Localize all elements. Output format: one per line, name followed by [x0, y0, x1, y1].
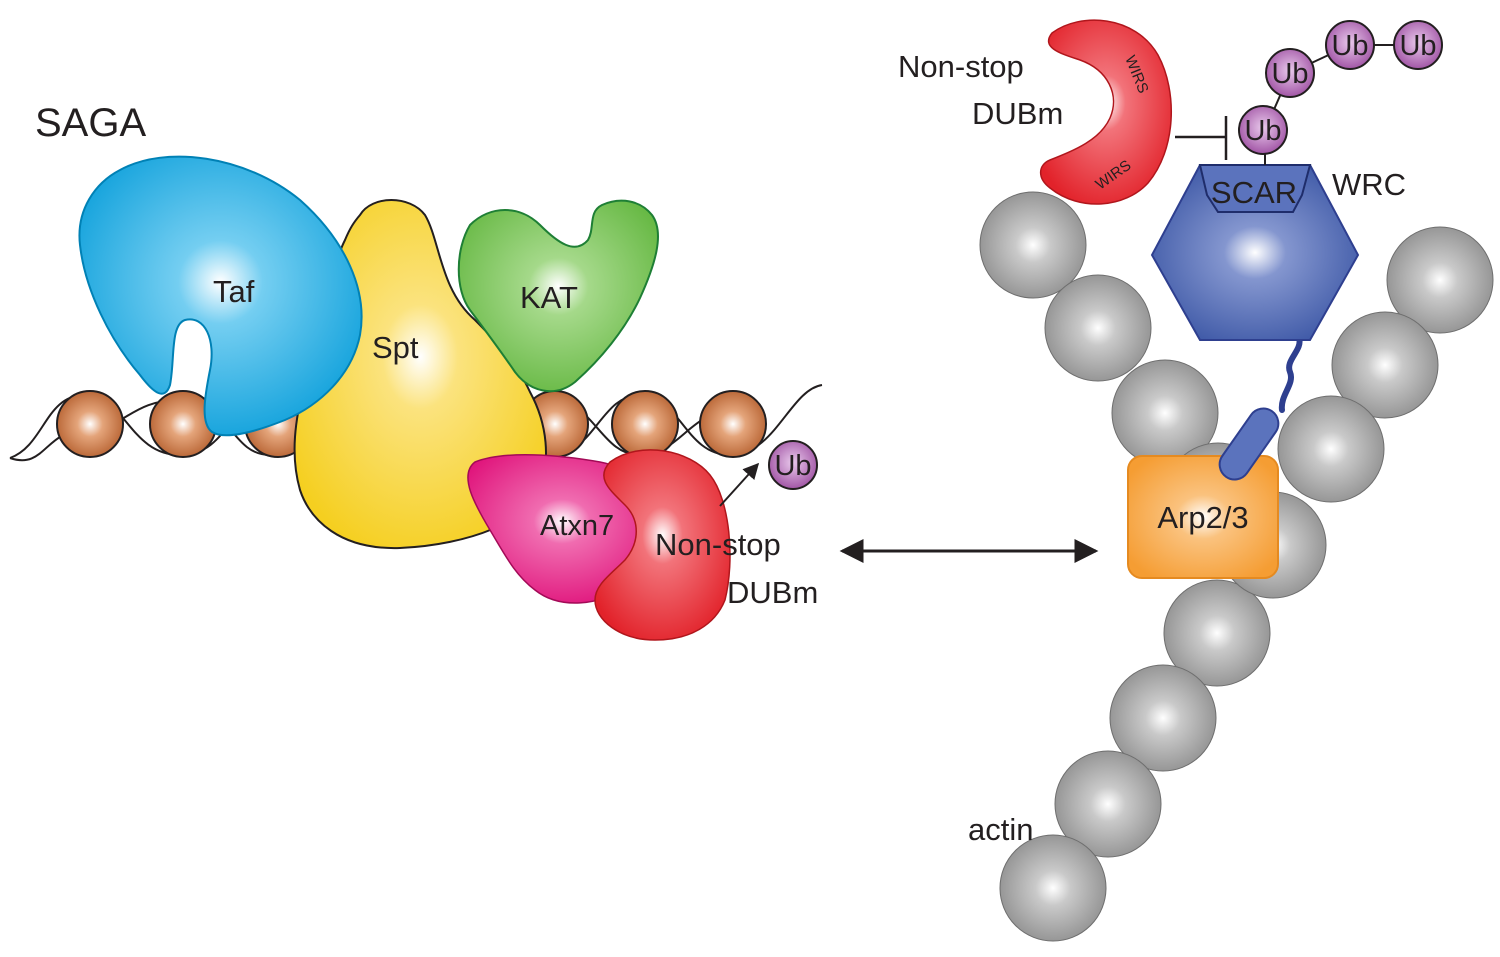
actin-monomer	[979, 191, 1087, 299]
actin-monomer	[1386, 226, 1494, 334]
nonstop-wirs-crescent: WIRS WIRS	[1039, 19, 1173, 205]
deubiquitination-arrow	[719, 462, 760, 507]
arp23-label: Arp2/3	[1157, 500, 1248, 535]
kat-label: KAT	[520, 280, 578, 315]
inhibition-symbol	[1175, 116, 1228, 160]
ubiquitin-label: Ub	[774, 450, 811, 482]
nucleosome	[56, 390, 124, 458]
nucleosome	[699, 390, 767, 458]
ubiquitin-label: Ub	[1244, 115, 1281, 147]
ubiquitin: Ub	[768, 440, 818, 490]
wrc-nonstop-label-line1: Non-stop	[898, 49, 1024, 84]
ubiquitin-label: Ub	[1331, 30, 1368, 62]
actin-monomer	[1277, 395, 1385, 503]
actin-monomer	[999, 834, 1107, 942]
ubiquitin-label: Ub	[1399, 30, 1436, 62]
scar-tether	[1278, 335, 1303, 413]
scar-label: SCAR	[1211, 175, 1297, 210]
ubiquitin	[1393, 20, 1443, 70]
actin-label: actin	[968, 812, 1033, 847]
nucleosome	[611, 390, 679, 458]
wrc-label: WRC	[1332, 167, 1406, 202]
ubiquitin-label: Ub	[1271, 58, 1308, 90]
actin-monomer	[1109, 664, 1217, 772]
saga-nonstop-label-line2: DUBm	[727, 575, 818, 610]
kat-subunit	[457, 199, 659, 392]
scar-wrc-hexagon: SCAR	[1150, 164, 1360, 341]
saga-title: SAGA	[35, 101, 146, 145]
nonstop-subunit	[594, 449, 731, 641]
saga-panel: SAGA Taf Spt KAT Atxn7 Non-stop DUBm	[9, 101, 823, 641]
actin-monomer	[1163, 579, 1271, 687]
wrc-nonstop-label-line2: DUBm	[972, 96, 1063, 131]
actin-monomer	[1331, 311, 1439, 419]
atxn7-label: Atxn7	[540, 510, 614, 542]
wrc-panel: Arp2/3 SCAR WRC Ub Ub Ub Ub	[898, 19, 1494, 942]
actin-filament-mother	[979, 191, 1272, 942]
ubiquitin	[1238, 105, 1288, 155]
saga-nonstop-label-line1: Non-stop	[655, 527, 781, 562]
spt-label: Spt	[372, 330, 419, 365]
ubiquitin-chain: Ub Ub Ub Ub	[1238, 20, 1443, 165]
taf-subunit	[78, 155, 363, 437]
actin-monomer	[1044, 274, 1152, 382]
actin-monomer	[1054, 750, 1162, 858]
ubiquitin	[1325, 20, 1375, 70]
arp23-complex: Arp2/3	[1127, 455, 1279, 579]
scar-vca-domain	[1218, 407, 1280, 481]
ubiquitin	[1265, 48, 1315, 98]
taf-label: Taf	[213, 274, 255, 309]
